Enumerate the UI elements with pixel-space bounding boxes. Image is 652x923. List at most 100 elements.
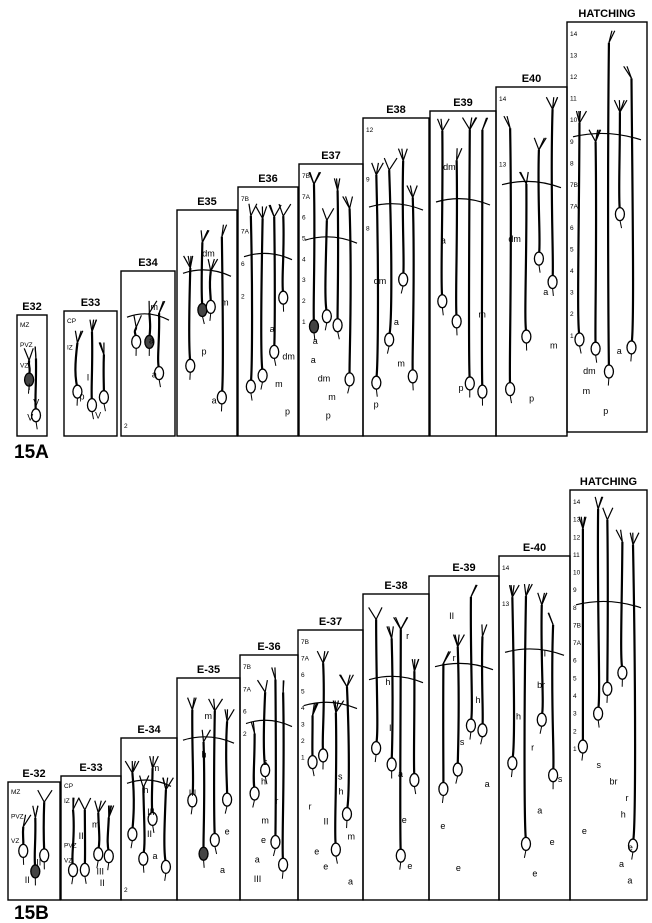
- panel-b-neuron-label: 14: [502, 565, 510, 572]
- panel-a-neuron-label: 6: [302, 215, 306, 222]
- panel-a-neuron-label: p: [80, 392, 85, 402]
- panel-a-neuron-label: I: [87, 373, 90, 383]
- panel-b-neuron-label: 8: [573, 605, 577, 612]
- panel-a-neuron-label: 7B: [241, 196, 249, 203]
- panel-b-neuron-label: 13: [573, 517, 581, 524]
- panel-b-neuron-label: e: [407, 861, 412, 871]
- panel-b-neuron-label: 7B: [301, 639, 309, 646]
- panel-b-neuron-label: a: [619, 859, 624, 869]
- panel-a-neuron-label: PVZ: [20, 342, 33, 349]
- panel-b-neuron-label: 3: [573, 711, 577, 718]
- panel-b-neuron-label: m: [92, 819, 100, 829]
- panel-b-neuron-label: 7A: [301, 656, 310, 663]
- panel-a-stage-title: E39: [453, 97, 473, 109]
- panel-b-neuron-label: e: [225, 826, 230, 836]
- panel-b-neuron-label: 1: [301, 755, 305, 762]
- panel-a-stage-title: E33: [81, 297, 101, 309]
- panel-b-neuron-label: a: [485, 779, 490, 789]
- panel-b-neuron-label: m: [348, 832, 356, 842]
- panel-a-neuron-label: V: [95, 411, 101, 421]
- panel-b-neuron-label: s: [460, 737, 465, 747]
- panel-b-neuron-label: r: [309, 802, 312, 812]
- panel-b-stage-title: E-37: [319, 616, 342, 628]
- panel-b-neuron-label: s: [596, 760, 601, 770]
- panel-a-stage-title: E32: [22, 301, 42, 313]
- panel-a-stage-title: E37: [321, 150, 341, 162]
- panel-a-neuron-label: I: [28, 382, 31, 392]
- panel-a-neuron-label: 10: [570, 117, 578, 124]
- panel-b-neuron-label: 5: [301, 689, 305, 696]
- panel-a-neuron-label: 9: [570, 139, 574, 146]
- panel-b-neuron-label: h: [385, 677, 390, 687]
- panel-a-neuron-label: 13: [570, 53, 578, 60]
- panel-a-neuron-label: 8: [366, 226, 370, 233]
- panel-a-neuron-label: 2: [241, 293, 245, 300]
- panel-a-stage-title: E34: [138, 257, 158, 269]
- panel-a-neuron-label: V: [33, 397, 39, 407]
- panel-b-neuron-label: r: [406, 631, 409, 641]
- panel-a-neuron-label: a: [543, 287, 548, 297]
- panel-a-stage-title: HATCHING: [578, 8, 635, 20]
- panel-b-neuron-label: CP: [64, 783, 73, 790]
- panel-b-neuron-label: h: [476, 695, 481, 705]
- panel-a-neuron-label: dm: [583, 366, 596, 376]
- panel-b-neuron-label: III: [97, 866, 105, 876]
- panel-b-neuron-label: IZ: [64, 798, 70, 805]
- panel-b-neuron-label: PVZ: [64, 842, 77, 849]
- panel-b-neuron-label: r: [275, 796, 278, 806]
- panel-a-neuron-label: p: [202, 347, 207, 357]
- panel-b-neuron-label: e: [628, 843, 633, 853]
- panel-a-neuron-label: 7A: [241, 228, 250, 235]
- panel-b-neuron-label: r: [531, 743, 534, 753]
- panel-a-neuron-label: m: [275, 379, 283, 389]
- panel-b-neuron-label: e: [456, 863, 461, 873]
- panel-a-neuron-label: 12: [570, 74, 578, 81]
- panel-a-neuron-label: a: [270, 324, 275, 334]
- panel-a-neuron-label: VZ: [20, 362, 28, 369]
- panel-a-neuron-label: m: [221, 298, 229, 308]
- panel-b-neuron-label: III: [147, 807, 155, 817]
- panel-a-neuron-label: dm: [318, 373, 331, 383]
- panel-b-stage-title: E-39: [452, 562, 475, 574]
- panel-b-neuron-label: r: [626, 793, 629, 803]
- panel-b-neuron-label: II: [100, 878, 105, 888]
- panel-b-neuron-label: a: [255, 855, 260, 865]
- panel-b-neuron-label: 13: [502, 601, 510, 608]
- panel-b-neuron-label: s: [263, 757, 268, 767]
- panel-b-neuron-label: 7B: [243, 664, 251, 671]
- panel-b-neuron-label: II: [449, 611, 454, 621]
- panel-b-neuron-label: 2: [573, 728, 577, 735]
- panel-a-neuron-label: 7A: [570, 203, 579, 210]
- panel-b-neuron-label: III: [189, 788, 197, 798]
- panel-b-neuron-label: e: [323, 862, 328, 872]
- panel-a-neuron-label: m: [151, 302, 159, 312]
- panel-b-neuron-label: VZ: [11, 838, 19, 845]
- panel-b-neuron-label: h: [621, 810, 626, 820]
- panel-a-neuron-label: 3: [570, 290, 574, 297]
- panel-b-neuron-label: e: [402, 815, 407, 825]
- panel-b-neuron-label: 2: [243, 731, 247, 738]
- panel-b-stage-title: E-38: [384, 580, 407, 592]
- panel-b-neuron-label: a: [398, 769, 403, 779]
- panel-a-neuron-label: dm: [282, 352, 295, 362]
- panel-b-neuron-label: br: [610, 777, 618, 787]
- panel-a-neuron-label: m: [550, 340, 558, 350]
- panel-a-neuron-label: dm: [508, 234, 521, 244]
- panel-b-neuron-label: 6: [573, 658, 577, 665]
- panel-b-neuron-label: h: [261, 777, 266, 787]
- panel-a-stage-title: E35: [197, 196, 217, 208]
- panel-b-neuron-label: e: [314, 847, 319, 857]
- panel-a-neuron-label: 1: [302, 319, 306, 326]
- panel-a-neuron-label: V: [27, 412, 33, 422]
- panel-b-neuron-label: 2: [124, 887, 128, 894]
- panel-a-neuron-label: 7B: [302, 173, 310, 180]
- panel-b-neuron-label: 10: [573, 570, 581, 577]
- panel-a-neuron-label: MZ: [20, 322, 29, 329]
- panel-a-neuron-label: dm: [443, 162, 456, 172]
- panel-b-neuron-label: 6: [301, 672, 305, 679]
- panel-b-neuron-label: 9: [573, 587, 577, 594]
- panel-b-neuron-label: a: [220, 865, 225, 875]
- panel-b-neuron-label: e: [550, 837, 555, 847]
- panel-b-neuron-label: a: [537, 806, 542, 816]
